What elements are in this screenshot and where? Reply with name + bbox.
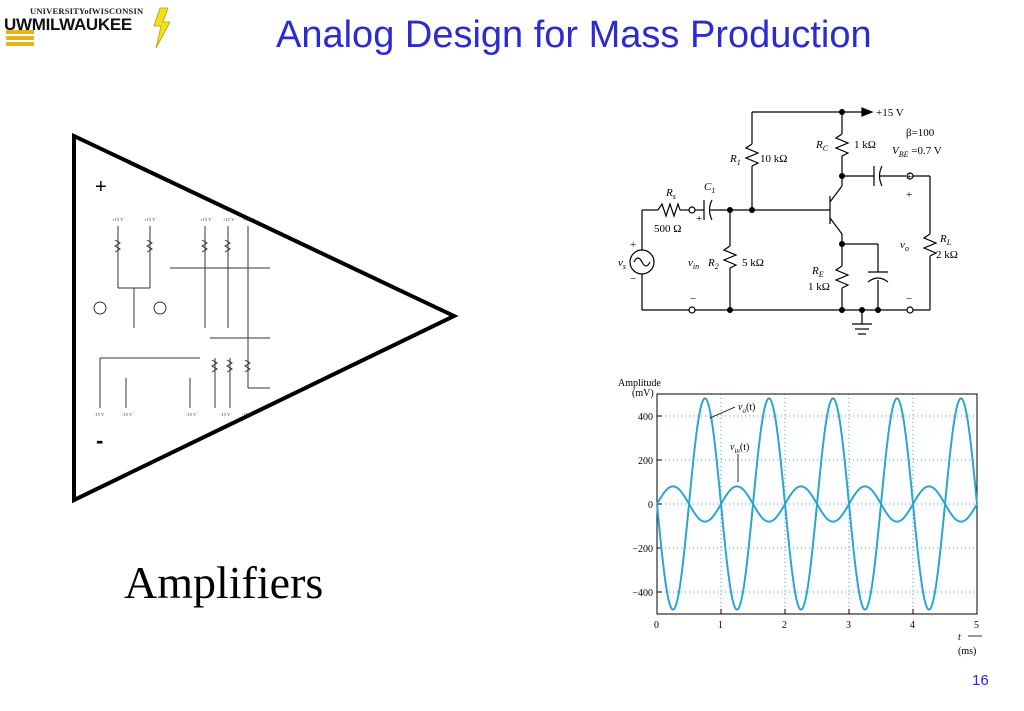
lightning-bolt-icon <box>153 7 171 49</box>
logo-uwm-text: UWMILWAUKEE <box>4 15 132 34</box>
rs-value: 500 Ω <box>654 223 681 235</box>
slide-title: Analog Design for Mass Production <box>276 14 872 56</box>
x-tick-label: 4 <box>910 620 915 631</box>
series-label-vin: vin(t) <box>730 442 749 455</box>
opamp-triangle <box>72 132 459 504</box>
source-minus: − <box>630 273 636 285</box>
bottom-rail-label: -15 V <box>220 412 231 417</box>
supply-label: +15 V <box>876 107 904 119</box>
vs-label: vs <box>618 257 626 271</box>
vbe-label: VBE =0.7 V <box>892 145 942 159</box>
bottom-rail-label: -15 V <box>242 412 253 417</box>
waveform-chart: Amplitude (mV) t (ms) 0 1 2 3 4 5 400 200 0 −200 −… <box>618 378 982 657</box>
bottom-rail-label: -15 V <box>186 412 197 417</box>
beta-label: β=100 <box>906 127 935 139</box>
x-tick-label: 0 <box>654 620 659 631</box>
source-plus: + <box>630 239 636 251</box>
vo-plus-top: + <box>906 171 912 183</box>
amplifier-schematic: +15 V RC 1 kΩ β=100 VBE =0.7 V R1 10 kΩ … <box>618 107 958 335</box>
series-label-arrow <box>709 406 736 419</box>
opamp-internal-circuit <box>93 226 270 408</box>
inverting-input-sign: - <box>96 428 104 453</box>
y-tick-label: −400 <box>632 588 653 599</box>
re-label: RE <box>811 265 824 279</box>
rail-label: +15 V <box>200 217 212 222</box>
rl-label: RL <box>939 233 952 247</box>
vin-minus: − <box>690 293 696 305</box>
opamp-internal-labels: +15 V +15 V +15 V +15 V +15 V -15 V -15 … <box>94 217 255 417</box>
y-axis-label: Amplitude <box>618 378 661 389</box>
x-tick-label: 3 <box>846 620 851 631</box>
x-axis-unit: (ms) <box>958 646 976 657</box>
series-label-vo: vo(t) <box>738 402 755 415</box>
bottom-rail-label: -15 V <box>122 412 133 417</box>
series-line-vin <box>656 485 978 523</box>
y-tick-label: 200 <box>638 456 653 467</box>
x-axis-label: t <box>958 632 961 643</box>
r1-label: R1 <box>729 153 741 167</box>
amplifiers-label: Amplifiers <box>124 557 324 608</box>
logo-graphic <box>6 7 171 49</box>
bottom-rail-label: -15 V <box>94 412 105 417</box>
rs-label: Rs <box>665 187 676 201</box>
rc-value: 1 kΩ <box>854 139 876 151</box>
x-tick-label: 1 <box>718 620 723 631</box>
y-tick-label: 400 <box>638 412 653 423</box>
page-number: 16 <box>972 672 989 689</box>
c1-label: C1 <box>704 181 715 195</box>
logo-university-line: UNIVERSITYofWISCONSIN <box>30 6 144 16</box>
noninverting-input-sign: + <box>95 176 107 198</box>
rail-label: +15 V <box>144 217 156 222</box>
logo-stripe-2 <box>6 36 34 40</box>
r2-label: R2 <box>707 257 719 271</box>
c1-plus: + <box>696 213 702 225</box>
logo-stripe-3 <box>6 42 34 46</box>
rc-label: RC <box>815 139 829 153</box>
opamp-triangle-diagram: +15 V +15 V +15 V +15 V +15 V -15 V -15 … <box>72 132 459 504</box>
y-tick-label: −200 <box>632 544 653 555</box>
logo-stripe-1 <box>6 30 34 34</box>
vo-minus: − <box>906 293 912 305</box>
re-value: 1 kΩ <box>808 281 830 293</box>
rail-label: +15 V <box>112 217 124 222</box>
uwm-logo: UNIVERSITYofWISCONSIN UWMILWAUKEE <box>4 4 174 52</box>
vo-plus: + <box>906 189 912 201</box>
x-tick-label: 2 <box>782 620 787 631</box>
rail-label: +15 V <box>243 217 255 222</box>
r2-value: 5 kΩ <box>742 257 764 269</box>
y-tick-label: 0 <box>648 500 653 511</box>
vo-label: vo <box>900 239 909 253</box>
y-axis-unit: (mV) <box>632 388 654 399</box>
vin-label: vin <box>688 257 699 271</box>
rail-label: +15 V <box>223 217 235 222</box>
x-tick-label: 5 <box>974 620 979 631</box>
r1-value: 10 kΩ <box>760 153 787 165</box>
rl-value: 2 kΩ <box>936 249 958 261</box>
